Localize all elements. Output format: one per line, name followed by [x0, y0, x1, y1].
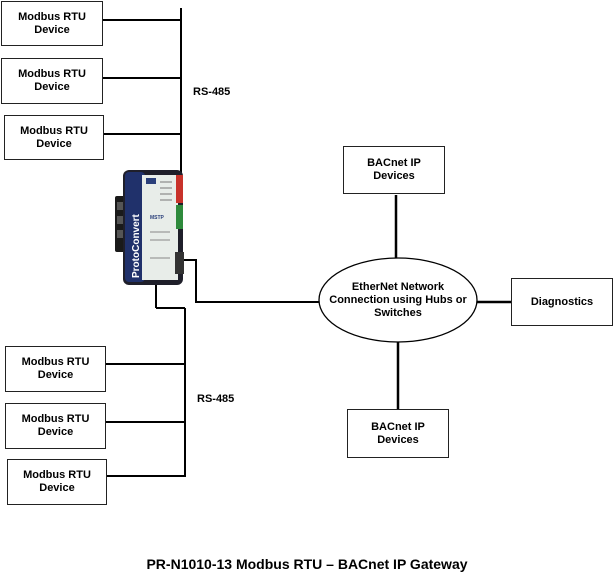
modbus-device-3: Modbus RTU Device [4, 115, 104, 160]
modbus-device-2: Modbus RTU Device [1, 58, 103, 104]
modbus-device-5: Modbus RTU Device [5, 403, 106, 449]
modbus-device-1: Modbus RTU Device [1, 1, 103, 46]
rs485-label-upper: RS-485 [193, 86, 231, 98]
rs485-label-lower: RS-485 [197, 393, 235, 405]
network-ellipse [318, 257, 478, 343]
bacnet-device-bottom: BACnet IP Devices [347, 409, 449, 458]
gateway-device: MSTP ProtoConvert [115, 170, 184, 285]
diagram-caption: PR-N1010-13 Modbus RTU – BACnet IP Gatew… [146, 556, 468, 572]
network-label: EtherNet Network Connection using Hubs o… [329, 280, 467, 319]
gateway-brand-text: ProtoConvert [131, 213, 142, 278]
diagnostics-box: Diagnostics [511, 278, 613, 326]
ethernet-link [183, 259, 320, 303]
bacnet-device-top: BACnet IP Devices [343, 146, 445, 194]
gateway-model-text: MSTP [150, 215, 165, 221]
modbus-device-4: Modbus RTU Device [5, 346, 106, 392]
modbus-device-6: Modbus RTU Device [7, 459, 107, 505]
